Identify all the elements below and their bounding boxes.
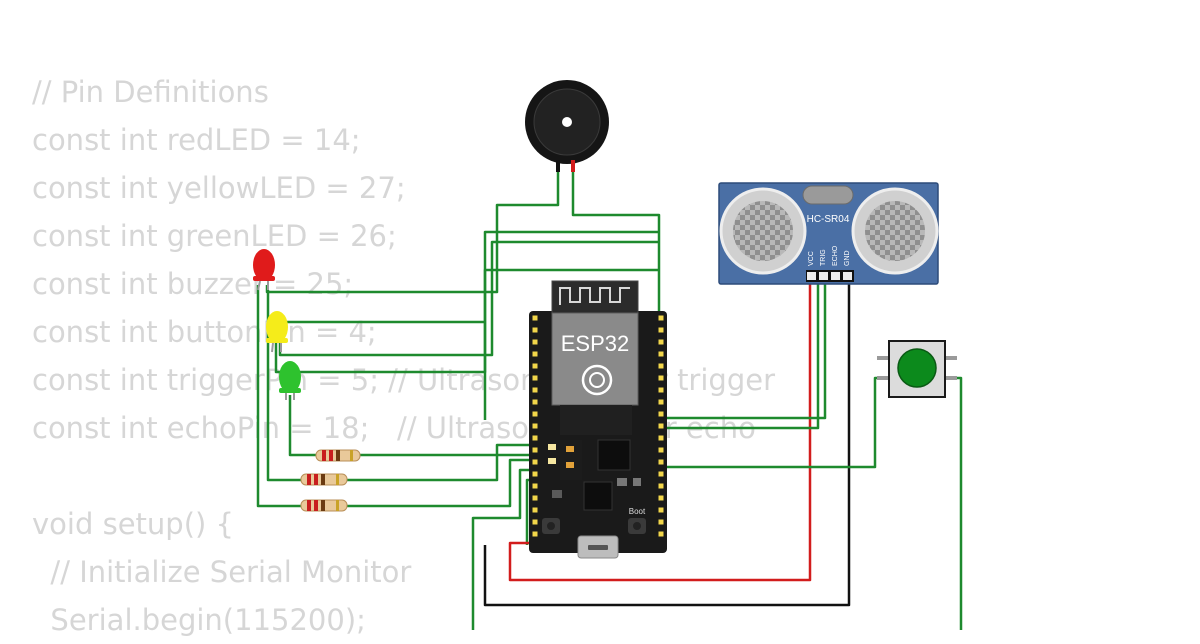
push-button[interactable] xyxy=(877,340,957,398)
led-yellow xyxy=(266,311,288,353)
header-pin[interactable] xyxy=(532,435,538,441)
header-pin[interactable] xyxy=(532,327,538,333)
esp32-pins-right xyxy=(658,315,664,537)
sensor-pin-labels: VCC TRIG ECHO GND xyxy=(808,245,851,266)
header-pin[interactable] xyxy=(658,471,664,477)
sensor-pin-label: GND xyxy=(844,250,851,266)
header-pin[interactable] xyxy=(658,411,664,417)
header-pin[interactable] xyxy=(532,315,538,321)
header-pin[interactable] xyxy=(658,351,664,357)
wire-button-other xyxy=(945,376,963,630)
sensor-pin-label: ECHO xyxy=(832,245,839,266)
header-pin[interactable] xyxy=(658,459,664,465)
header-pin[interactable] xyxy=(532,507,538,513)
wire-resistor-2 xyxy=(266,290,303,482)
wire-buzzer-red xyxy=(571,168,661,315)
wire-button-signal xyxy=(659,376,889,469)
header-pin[interactable] xyxy=(658,399,664,405)
header-pin[interactable] xyxy=(658,375,664,381)
code-line: const int greenLED = 26; xyxy=(32,219,397,253)
ultrasonic-sensor: HC-SR04 VCC TRIG ECHO GND xyxy=(718,182,939,285)
header-pin[interactable] xyxy=(658,483,664,489)
code-line: const int buttonPin = 4; xyxy=(32,315,377,349)
header-pin[interactable] xyxy=(532,471,538,477)
header-pin[interactable] xyxy=(658,507,664,513)
header-pin[interactable] xyxy=(658,495,664,501)
wire-buzzer-black xyxy=(265,168,560,294)
wire-resistor-3-out xyxy=(345,458,534,508)
code-line: const int yellowLED = 27; xyxy=(32,171,406,205)
code-line: // Pin Definitions xyxy=(32,75,269,109)
sensor-pin-label: TRIG xyxy=(820,249,827,266)
header-pin[interactable] xyxy=(532,423,538,429)
esp32-label: ESP32 xyxy=(561,331,630,356)
header-pin[interactable] xyxy=(532,459,538,465)
code-line: // Initialize Serial Monitor xyxy=(32,555,412,589)
wire-resistor-1 xyxy=(288,395,318,457)
header-pin[interactable] xyxy=(532,411,538,417)
sensor-label: HC-SR04 xyxy=(807,214,850,225)
header-pin[interactable] xyxy=(532,483,538,489)
resistor-3 xyxy=(300,499,348,512)
wire-sensor-vcc xyxy=(508,282,812,582)
header-pin[interactable] xyxy=(658,423,664,429)
code-line: const int redLED = 14; xyxy=(32,123,361,157)
header-pin[interactable] xyxy=(532,495,538,501)
sensor-pin-label: VCC xyxy=(808,251,815,266)
header-pin[interactable] xyxy=(532,387,538,393)
wire-sensor-gnd xyxy=(483,282,851,607)
wire-sensor-echo xyxy=(659,282,827,420)
header-pin[interactable] xyxy=(532,339,538,345)
header-pin[interactable] xyxy=(658,363,664,369)
buzzer xyxy=(525,80,609,172)
led-red-body xyxy=(253,249,275,281)
led-red xyxy=(253,249,275,291)
header-pin[interactable] xyxy=(658,339,664,345)
header-pin[interactable] xyxy=(532,375,538,381)
header-pin[interactable] xyxy=(658,387,664,393)
header-pin[interactable] xyxy=(658,435,664,441)
esp32-board: ESP32 Boot xyxy=(529,280,667,559)
led-yellow-body xyxy=(266,311,288,343)
push-button-cap[interactable] xyxy=(897,348,937,388)
boot-label: Boot xyxy=(629,507,646,516)
led-green xyxy=(279,361,301,400)
header-pin[interactable] xyxy=(658,447,664,453)
header-pin[interactable] xyxy=(532,399,538,405)
wire-resistor-3 xyxy=(256,285,303,508)
header-pin[interactable] xyxy=(532,363,538,369)
header-pin[interactable] xyxy=(658,531,664,537)
led-green-body xyxy=(279,361,301,393)
code-line: void setup() { xyxy=(32,507,234,541)
header-pin[interactable] xyxy=(532,531,538,537)
circuit-diagram: ESP32 Boot HC-SR04 xyxy=(253,80,963,630)
wire-left-down-1 xyxy=(471,468,534,630)
wire-top-3 xyxy=(483,268,659,420)
wire-resistor-2-out xyxy=(345,443,534,482)
header-pin[interactable] xyxy=(658,315,664,321)
header-pin[interactable] xyxy=(658,519,664,525)
header-pin[interactable] xyxy=(532,351,538,357)
code-line: const int buzzer = 25; xyxy=(32,267,354,301)
header-pin[interactable] xyxy=(532,519,538,525)
resistor-2 xyxy=(300,473,348,486)
resistor-1 xyxy=(315,449,361,462)
header-pin[interactable] xyxy=(658,327,664,333)
wire-sensor-trig xyxy=(659,282,820,430)
header-pin[interactable] xyxy=(532,447,538,453)
wires xyxy=(256,168,963,630)
esp32-pins-left xyxy=(532,315,538,537)
